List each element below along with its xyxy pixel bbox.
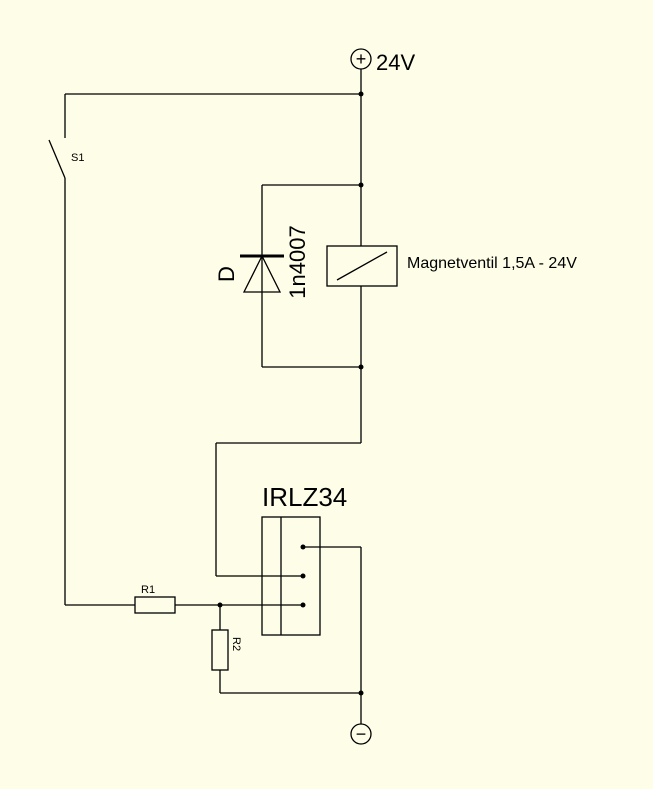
mosfet-label: IRLZ34 — [262, 482, 347, 512]
resistor-r1-label: R1 — [141, 584, 155, 596]
mosfet-body — [261, 516, 321, 636]
solenoid-coil-box — [326, 245, 398, 287]
junction-dot — [358, 690, 364, 696]
mosfet-pin-drain — [300, 573, 306, 579]
switch-label: S1 — [71, 152, 84, 164]
supply-voltage-label: 24V — [376, 50, 415, 75]
switch-lever — [48, 139, 66, 179]
switch-s1: S1 — [48, 139, 84, 179]
junction-dot — [358, 91, 364, 97]
junction-dot — [217, 602, 223, 608]
mosfet-irlz34: IRLZ34 — [261, 482, 347, 636]
negative-terminal-circle — [350, 723, 372, 745]
mosfet-pin-gate — [300, 602, 306, 608]
diode-d: D 1n4007 — [214, 225, 310, 298]
resistor-r1-body — [134, 596, 176, 614]
diode-designator: D — [214, 266, 239, 282]
negative-terminal-symbol: − — [356, 724, 367, 744]
diode-triangle — [242, 254, 282, 293]
solenoid-coil-diagonal — [336, 251, 388, 281]
resistor-r1: R1 — [134, 584, 176, 614]
junctions — [217, 91, 364, 696]
wires — [64, 69, 362, 724]
positive-terminal-symbol: + — [356, 49, 367, 69]
solenoid-valve: Magnetventil 1,5A - 24V — [326, 245, 577, 287]
junction-dot — [358, 364, 364, 370]
positive-supply-terminal: + 24V — [350, 48, 415, 75]
junction-dot — [358, 182, 364, 188]
resistor-r2-label: R2 — [230, 637, 242, 651]
diode-part-number: 1n4007 — [285, 225, 310, 298]
resistor-r2-body — [211, 629, 229, 671]
negative-supply-terminal: − — [350, 723, 372, 745]
mosfet-pin-source — [300, 544, 306, 550]
resistor-r2: R2 — [211, 629, 242, 671]
solenoid-label: Magnetventil 1,5A - 24V — [407, 255, 577, 272]
